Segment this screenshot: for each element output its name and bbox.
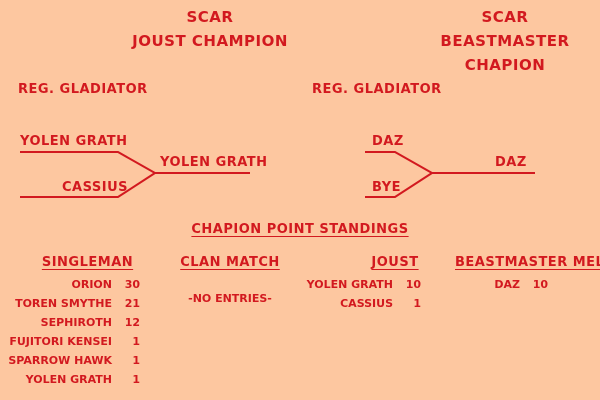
singleman-points: 1 xyxy=(132,354,140,367)
singleman-name: FUJITORI KENSEI xyxy=(9,335,112,348)
joust-standings-header: JOUST xyxy=(371,255,419,270)
joust-entrant-1: YOLEN GRATH xyxy=(20,134,128,149)
joust-standings-name: CASSIUS xyxy=(340,297,393,310)
singleman-name: TOREN SMYTHE xyxy=(15,297,112,310)
singleman-name: YOLEN GRATH xyxy=(25,373,112,386)
joust-title-line2: JOUST CHAMPION xyxy=(132,32,288,50)
beast-melee-row: DAZ 10 xyxy=(455,278,548,291)
standings-title: CHAPION POINT STANDINGS xyxy=(191,222,409,237)
beast-melee-name: DAZ xyxy=(494,278,520,291)
singleman-name: SEPHIROTH xyxy=(40,316,112,329)
singleman-row: SPARROW HAWK 1 xyxy=(0,354,140,367)
singleman-name: ORION xyxy=(71,278,112,291)
joust-winner: YOLEN GRATH xyxy=(160,155,268,170)
singleman-points: 12 xyxy=(124,316,140,329)
beast-bracket-line-top xyxy=(365,151,433,174)
singleman-points: 21 xyxy=(124,297,140,310)
beast-bracket-line-bottom xyxy=(365,172,433,198)
singleman-row: FUJITORI KENSEI 1 xyxy=(0,335,140,348)
singleman-points: 1 xyxy=(132,373,140,386)
joust-standings-row: CASSIUS 1 xyxy=(305,297,421,310)
singleman-header: SINGLEMAN xyxy=(41,255,134,270)
joust-entrant-2: CASSIUS xyxy=(62,180,128,195)
clan-match-header: CLAN MATCH xyxy=(180,255,280,270)
joust-bracket-label: REG. GLADIATOR xyxy=(18,82,148,97)
beast-title-line3: CHAPION xyxy=(464,56,546,74)
beast-title-line1: SCAR xyxy=(481,8,529,26)
singleman-row: ORION 30 xyxy=(0,278,140,291)
beast-melee-header: BEASTMASTER MELEE xyxy=(455,255,600,270)
beast-entrant-1: DAZ xyxy=(372,134,404,149)
singleman-points: 1 xyxy=(132,335,140,348)
joust-bracket-line-bottom xyxy=(20,172,156,198)
joust-standings-row: YOLEN GRATH 10 xyxy=(305,278,421,291)
joust-standings-points: 1 xyxy=(413,297,421,310)
singleman-row: YOLEN GRATH 1 xyxy=(0,373,140,386)
singleman-row: TOREN SMYTHE 21 xyxy=(0,297,140,310)
beast-bracket-label: REG. GLADIATOR xyxy=(312,82,442,97)
singleman-name: SPARROW HAWK xyxy=(8,354,112,367)
beast-title-line2: BEASTMASTER xyxy=(440,32,570,50)
joust-title-line1: SCAR xyxy=(186,8,234,26)
beast-winner: DAZ xyxy=(495,155,527,170)
beast-entrant-2: BYE xyxy=(372,180,401,195)
singleman-row: SEPHIROTH 12 xyxy=(0,316,140,329)
joust-standings-name: YOLEN GRATH xyxy=(306,278,393,291)
joust-standings-points: 10 xyxy=(405,278,421,291)
singleman-points: 30 xyxy=(124,278,140,291)
joust-bracket-line-top xyxy=(20,151,156,174)
clan-match-empty: -NO ENTRIES- xyxy=(188,292,272,305)
beast-melee-points: 10 xyxy=(532,278,548,291)
